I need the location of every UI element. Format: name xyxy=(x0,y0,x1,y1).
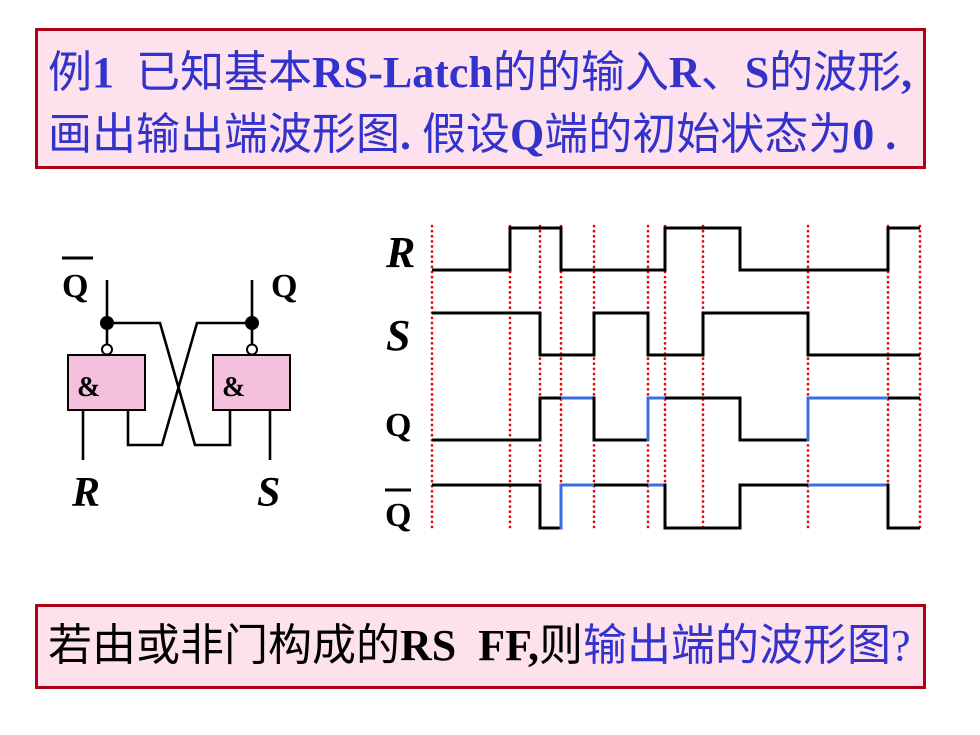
problem-line-1: 例1 已知基本RS-Latch的的输入R、S的波形, xyxy=(48,42,912,104)
timing-diagram: R S Q Q xyxy=(385,224,922,534)
feedback-wire-q-bar-to-right-gate xyxy=(107,321,232,447)
s-waveform-label: S xyxy=(386,311,410,360)
problem-text-segment: , xyxy=(901,48,913,97)
waveform-s xyxy=(432,311,920,357)
waveform-q-bar xyxy=(432,483,920,530)
problem-text-segment: 端的初始状态为 xyxy=(544,110,853,159)
question-text-segment: 若由或非门构成的 xyxy=(48,621,400,670)
junction-dot-q-bar xyxy=(100,316,114,330)
inversion-bubble-right xyxy=(246,343,258,356)
problem-text-segment: 假设 xyxy=(422,110,510,159)
problem-line-2: 画出输出端波形图. 假设Q端的初始状态为0 . xyxy=(48,104,896,166)
q-output-label: Q xyxy=(271,268,297,305)
problem-text-segment: 0 xyxy=(852,110,875,159)
problem-text-segment: 、 xyxy=(700,48,745,97)
nand-gate-right xyxy=(212,354,291,411)
right-gate-symbol: & xyxy=(222,372,245,403)
problem-text-segment: RS-Latch xyxy=(312,48,493,97)
waveforms xyxy=(432,226,920,530)
problem-text-segment: S xyxy=(744,48,770,97)
problem-text-segment: . xyxy=(400,110,422,159)
question-box: 若由或非门构成的RS FF,则输出端的波形图? xyxy=(35,604,926,689)
problem-text-segment: 例 xyxy=(48,48,92,97)
question-text-segment: 输出端的波形图? xyxy=(582,621,911,670)
problem-box: 例1 已知基本RS-Latch的的输入R、S的波形, 画出输出端波形图. 假设Q… xyxy=(35,28,926,169)
problem-text-segment: 的波形 xyxy=(769,48,902,97)
q-bar-output-label: Q xyxy=(62,268,88,305)
waveform-q xyxy=(432,396,920,442)
left-gate-symbol: & xyxy=(77,372,100,403)
problem-text-segment: 1 xyxy=(92,48,114,97)
question-text-segment: RS FF, xyxy=(400,621,539,670)
r-waveform-label: R xyxy=(385,228,415,277)
inversion-bubble-left xyxy=(101,343,113,356)
time-markers xyxy=(430,224,922,533)
problem-text-segment: Q xyxy=(510,110,545,159)
question-text-segment: 则 xyxy=(538,621,583,670)
q-bar-waveform-label: Q xyxy=(385,497,411,534)
problem-text-segment: 已知基本 xyxy=(114,48,312,97)
feedback-wire-q-to-left-gate xyxy=(126,321,252,447)
waveform-r xyxy=(432,226,920,272)
problem-text-segment: R xyxy=(668,48,701,97)
r-input-label: R xyxy=(71,470,100,516)
problem-text-segment: 画出输出端波形图 xyxy=(48,110,400,159)
s-input-label: S xyxy=(257,470,280,516)
nand-rs-latch-circuit: Q Q & & R S xyxy=(62,256,297,516)
junction-dot-q xyxy=(245,316,259,330)
q-waveform-label: Q xyxy=(385,407,411,444)
problem-text-segment: 的的输入 xyxy=(492,48,669,97)
question-line: 若由或非门构成的RS FF,则输出端的波形图? xyxy=(48,622,911,670)
problem-text-segment: . xyxy=(874,110,897,159)
